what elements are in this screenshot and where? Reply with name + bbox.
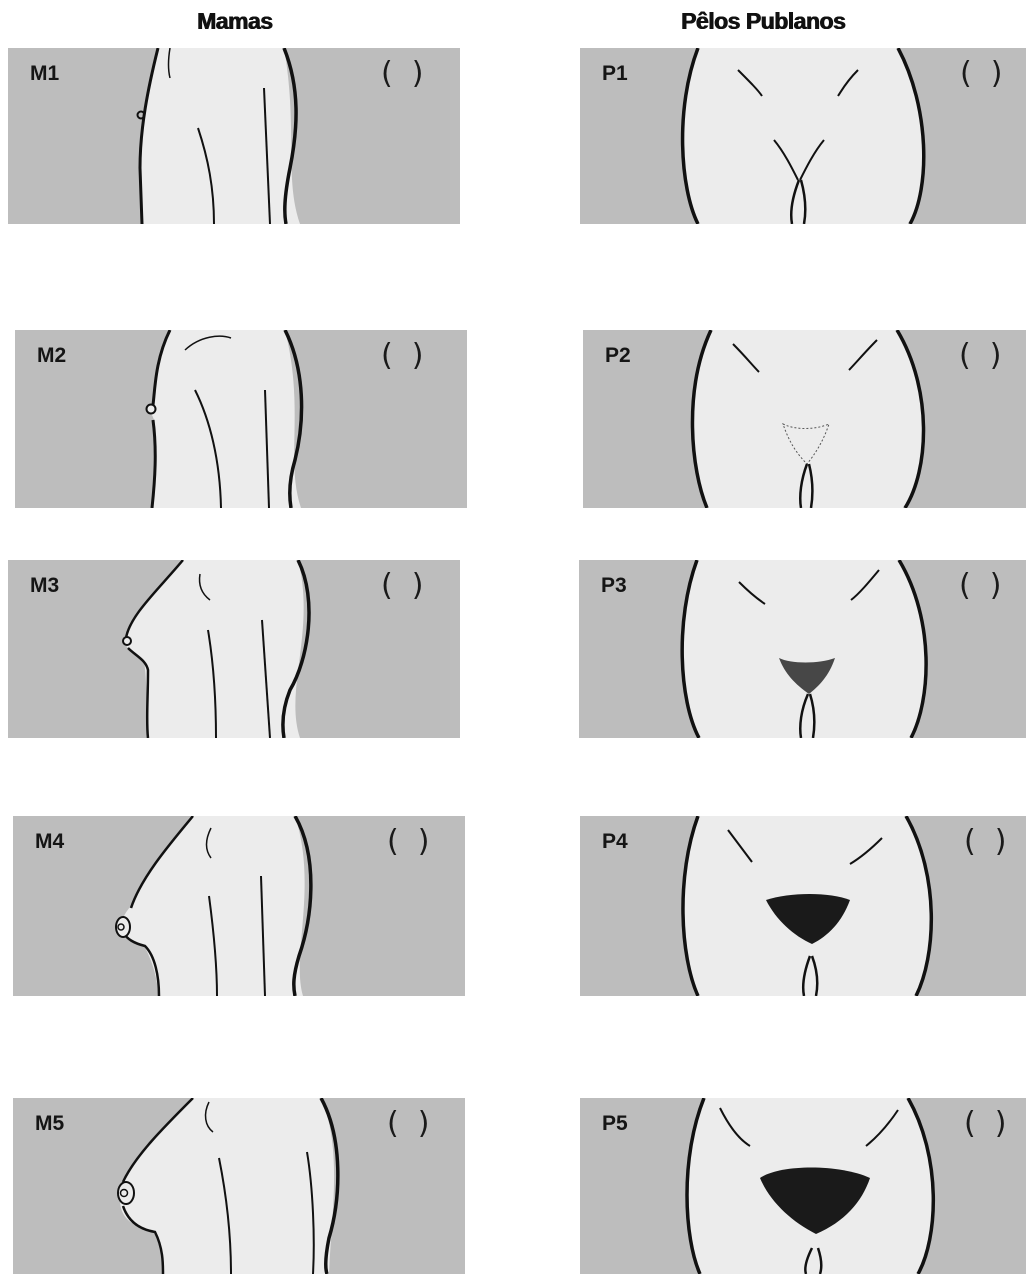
breast-stage-panel-m2: M2 ( ) [15,330,467,508]
stage-label: M2 [37,344,66,368]
pubic-stage-panel-p5: P5 ( ) [580,1098,1026,1274]
breast-stage-panel-m5: M5 ( ) [13,1098,465,1274]
checkbox-parentheses[interactable]: ( ) [959,338,1001,373]
checkbox-parentheses[interactable]: ( ) [381,568,423,603]
stage-label: P1 [602,62,628,86]
checkbox-parentheses[interactable]: ( ) [381,338,423,373]
stage-label: P2 [605,344,631,368]
breasts-column-title: Mamas [197,8,272,35]
pubic-stage-p5-illustration [580,1098,1026,1274]
breast-stage-panel-m1: M1 ( ) [8,48,460,224]
checkbox-parentheses[interactable]: ( ) [964,1106,1006,1141]
breast-stage-panel-m4: M4 ( ) [13,816,465,996]
stage-label: M4 [35,830,64,854]
pubic-stage-panel-p2: P2 ( ) [583,330,1026,508]
stage-label: M5 [35,1112,64,1136]
breast-stage-panel-m3: M3 ( ) [8,560,460,738]
stage-label: P3 [601,574,627,598]
stage-label: M3 [30,574,59,598]
pubic-stage-panel-p3: P3 ( ) [579,560,1026,738]
pubic-stage-p4-illustration [580,816,1026,996]
stage-label: P4 [602,830,628,854]
pubic-hair-column-title: Pêlos Publanos [681,8,845,35]
checkbox-parentheses[interactable]: ( ) [964,824,1006,859]
stage-label: P5 [602,1112,628,1136]
stage-label: M1 [30,62,59,86]
pubic-stage-panel-p4: P4 ( ) [580,816,1026,996]
checkbox-parentheses[interactable]: ( ) [387,824,429,859]
checkbox-parentheses[interactable]: ( ) [387,1106,429,1141]
checkbox-parentheses[interactable]: ( ) [959,568,1001,603]
checkbox-parentheses[interactable]: ( ) [960,56,1002,91]
checkbox-parentheses[interactable]: ( ) [381,56,423,91]
pubic-stage-panel-p1: P1 ( ) [580,48,1026,224]
